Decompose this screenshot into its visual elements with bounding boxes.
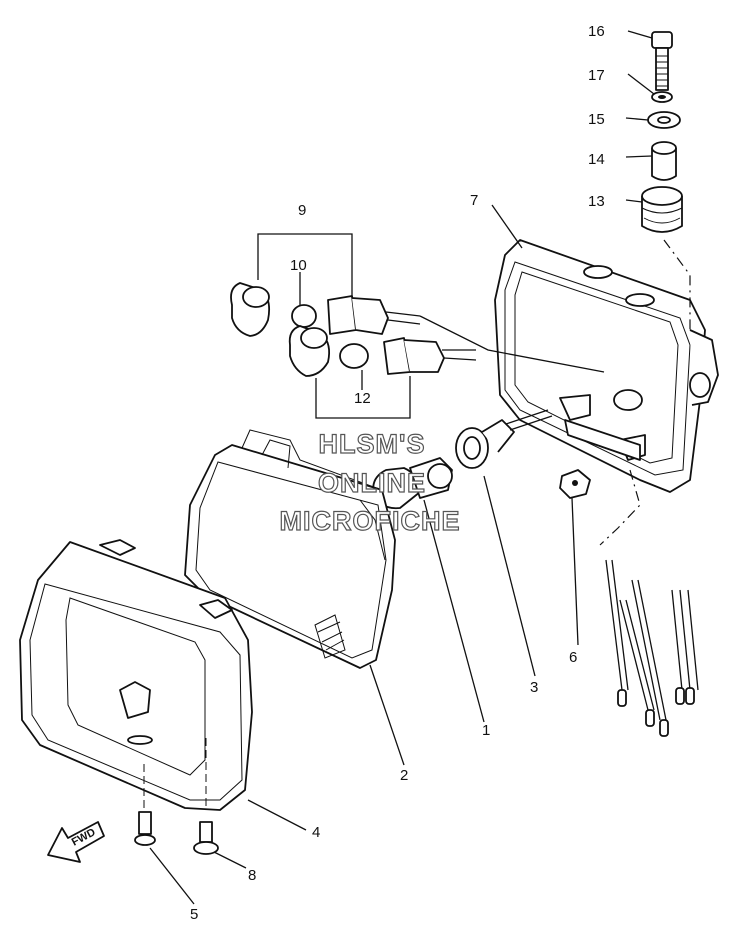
- screw-8: [193, 738, 219, 855]
- bulb-socket-lower: [288, 325, 477, 377]
- callout-2: 2: [400, 767, 408, 784]
- screw-5: [134, 764, 156, 846]
- callout-14: 14: [588, 151, 605, 168]
- watermark: HLSM'S ONLINE MICROFICHE: [279, 428, 461, 536]
- callout-8: 8: [248, 867, 256, 884]
- callout-10: 10: [290, 257, 307, 274]
- callout-12: 12: [354, 390, 371, 407]
- callout-13: 13: [588, 193, 605, 210]
- watermark-line-2: ONLINE: [318, 468, 426, 498]
- bolt-16: [651, 31, 673, 91]
- watermark-line-1: HLSM'S: [319, 429, 426, 459]
- headlight-rim-4: [19, 539, 253, 811]
- lock-washer-17: [651, 91, 673, 103]
- leader-lines: [149, 30, 655, 905]
- headlight-case: [494, 239, 719, 493]
- leader-bracket-9: [257, 233, 353, 298]
- grommet-13: [641, 186, 683, 233]
- bulb-socket-upper: [230, 282, 421, 337]
- headlight-lens-unit-2: [184, 429, 396, 669]
- callout-6: 6: [569, 649, 577, 666]
- leader-wire-connector: [419, 315, 605, 373]
- callout-1: 1: [482, 722, 490, 739]
- callout-4: 4: [312, 824, 320, 841]
- leader-bracket-12: [315, 376, 411, 419]
- callout-9: 9: [298, 202, 306, 219]
- washer-15: [647, 111, 681, 129]
- callout-3: 3: [530, 679, 538, 696]
- bulb-socket-3: [455, 409, 553, 469]
- clip-nut-6: [559, 469, 591, 499]
- callout-16: 16: [588, 23, 605, 40]
- wire-harness: [599, 469, 699, 737]
- callout-numbers: 16 17 15 14 13 7 9 10 12 6 3 1 2 4 8 5: [190, 23, 605, 923]
- callout-5: 5: [190, 906, 198, 923]
- watermark-line-3: MICROFICHE: [280, 506, 461, 536]
- callout-7: 7: [470, 192, 478, 209]
- callout-15: 15: [588, 111, 605, 128]
- fwd-arrow-icon: FWD: [47, 821, 105, 863]
- collar-14: [651, 141, 677, 181]
- callout-17: 17: [588, 67, 605, 84]
